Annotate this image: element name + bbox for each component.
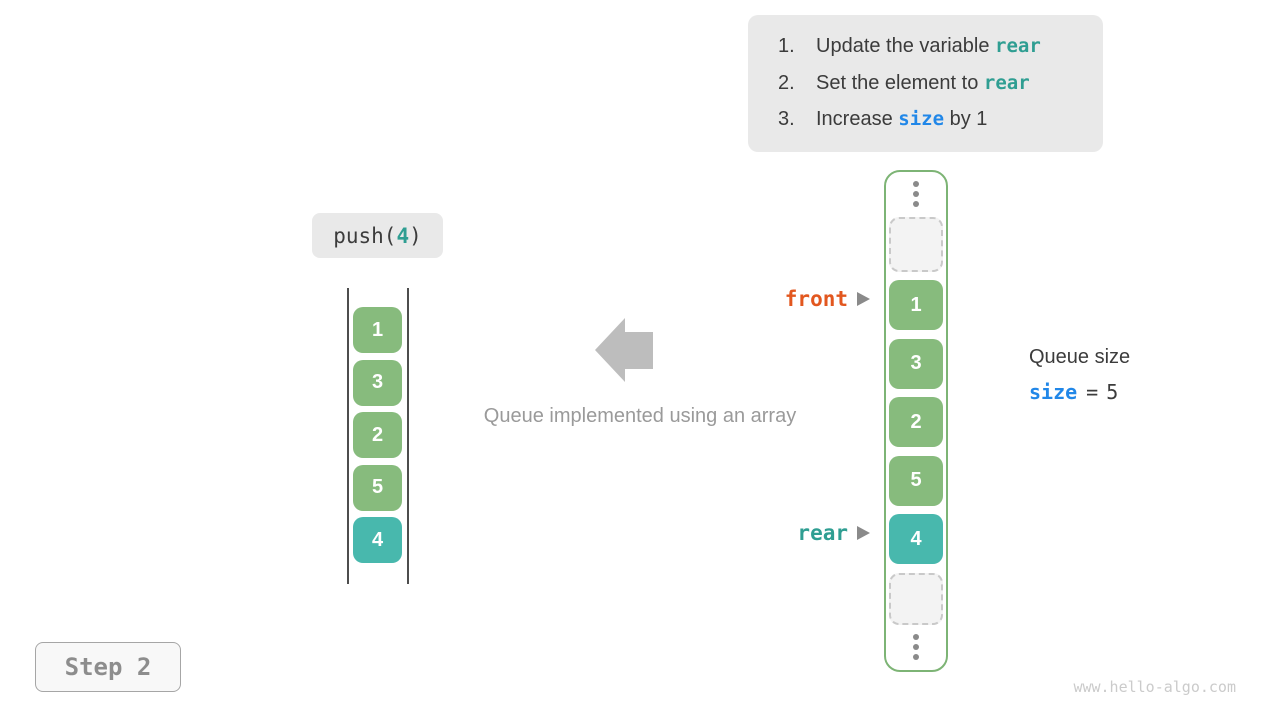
dot <box>913 634 919 640</box>
left-arrow-icon <box>595 318 653 382</box>
code-token-rear: rear <box>983 71 1030 94</box>
stack-left-wall <box>347 288 349 584</box>
push-arg: 4 <box>396 223 410 248</box>
array-cell: 3 <box>889 338 943 389</box>
diagram-caption: Queue implemented using an array <box>483 405 797 427</box>
instruction-step-1: 1. Update the variable rear <box>778 28 1103 65</box>
watermark: www.hello-algo.com <box>1073 678 1236 696</box>
queue-element: 5 <box>353 464 402 511</box>
dot <box>913 644 919 650</box>
queue-size-block: Queue size size = 5 <box>1029 344 1130 404</box>
queue-size-expression: size = 5 <box>1029 380 1130 404</box>
dot <box>913 191 919 197</box>
size-variable: size <box>1029 380 1078 404</box>
instruction-box: 1. Update the variable rear 2. Set the e… <box>748 15 1103 152</box>
push-close: ) <box>409 223 422 248</box>
array-cell: 1 <box>889 280 943 330</box>
array-empty-slot <box>889 216 943 272</box>
ellipsis-bottom-icon <box>913 633 919 661</box>
array-cell: 2 <box>889 397 943 447</box>
push-operation-label: push(4) <box>312 213 443 258</box>
instruction-text: Set the element to rear <box>816 71 1030 94</box>
instruction-text: Update the variable rear <box>816 35 1041 57</box>
rear-pointer: rear <box>698 521 870 545</box>
instruction-step-2: 2. Set the element to rear <box>778 65 1103 102</box>
queue-element: 3 <box>353 359 402 406</box>
instruction-number: 1. <box>778 35 795 57</box>
instruction-number: 3. <box>778 108 795 130</box>
array-cell: 5 <box>889 455 943 506</box>
queue-element: 2 <box>353 412 402 458</box>
code-token-size: size <box>898 108 945 130</box>
array-cell-highlighted: 4 <box>889 514 943 564</box>
ellipsis-top-icon <box>913 180 919 208</box>
arrow-head <box>595 318 625 382</box>
pointer-arrow-icon <box>857 526 870 540</box>
front-pointer-label: front <box>784 287 848 311</box>
instruction-number: 2. <box>778 71 795 94</box>
queue-element-highlighted: 4 <box>353 517 402 563</box>
rear-pointer-label: rear <box>797 521 848 545</box>
queue-element: 1 <box>353 307 402 353</box>
queue-size-title: Queue size <box>1029 346 1131 368</box>
step-badge: Step 2 <box>35 642 181 692</box>
size-value: 5 <box>1106 380 1119 404</box>
dot <box>913 201 919 207</box>
front-pointer: front <box>698 287 870 311</box>
arrow-tail <box>625 331 653 369</box>
equals-sign: = <box>1086 380 1099 404</box>
code-token-rear: rear <box>995 35 1041 57</box>
abstract-queue-stack: 1 3 2 5 4 <box>353 307 402 563</box>
push-fn: push( <box>333 223 397 248</box>
instruction-step-3: 3. Increase size by 1 <box>778 101 1103 138</box>
dot <box>913 181 919 187</box>
pointer-arrow-icon <box>857 292 870 306</box>
stack-right-wall <box>407 288 409 584</box>
array-empty-slot <box>889 572 943 625</box>
instruction-text: Increase size by 1 <box>816 108 988 130</box>
dot <box>913 654 919 660</box>
array-container: 1 3 2 5 4 <box>884 170 948 672</box>
